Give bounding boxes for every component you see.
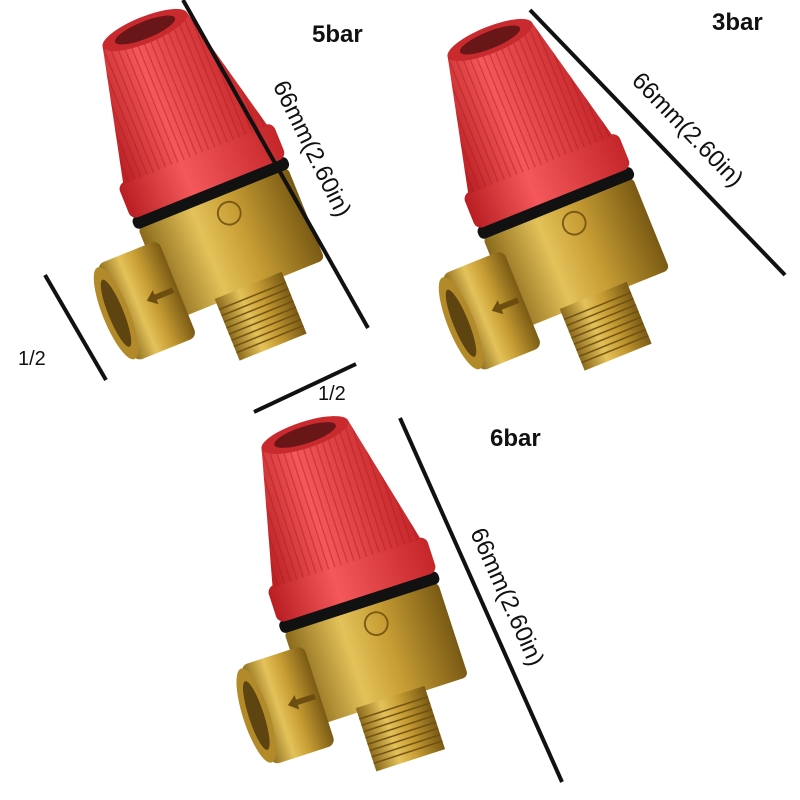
pressure-label: 6bar <box>490 425 541 452</box>
thread-size-label: 1/2 <box>18 348 46 370</box>
valve-5bar <box>3 0 352 403</box>
pressure-label: 3bar <box>712 9 763 36</box>
dimension-line <box>398 417 564 783</box>
dimension-label: 66mm(2.60in) <box>464 524 549 670</box>
thread-size-label: 1/2 <box>318 383 346 405</box>
valve-3bar <box>348 0 697 413</box>
dimension-line <box>253 362 357 414</box>
pressure-label: 5bar <box>312 21 363 48</box>
dimension-line <box>528 8 787 277</box>
valve-6bar <box>160 395 492 800</box>
dimension-line <box>43 273 108 382</box>
dimension-line <box>181 0 370 329</box>
